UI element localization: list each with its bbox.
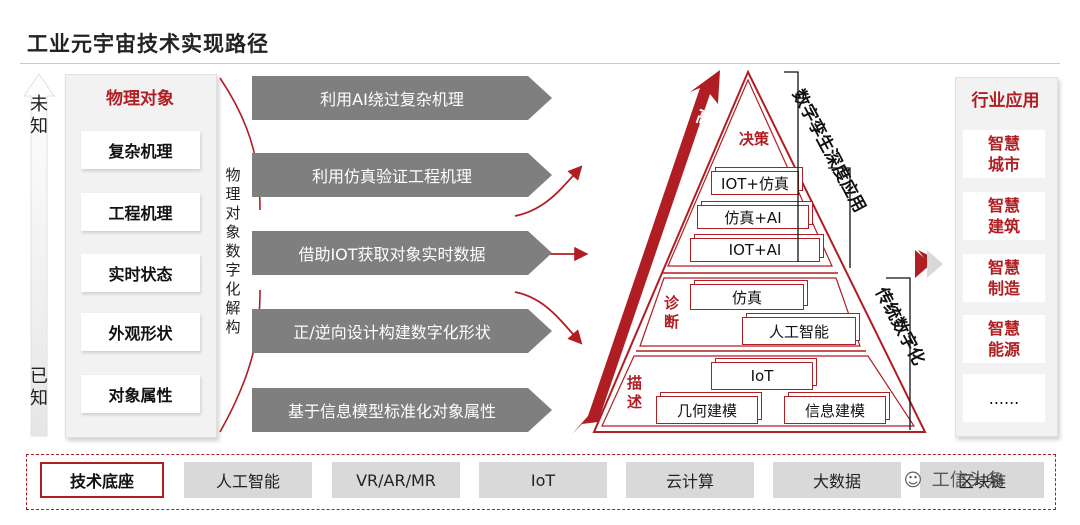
tech-base-item: 人工智能 [184, 462, 312, 498]
physical-objects-title: 物理对象 [106, 89, 174, 109]
industry-item: 智慧制造 [963, 254, 1045, 302]
cube-box: 仿真 [690, 284, 804, 310]
tier-middle-label: 诊断 [664, 294, 680, 331]
cube-box: 人工智能 [742, 317, 856, 345]
tech-base-frame [26, 454, 1056, 510]
method-arrow: 利用AI绕过复杂机理 [252, 76, 552, 120]
axis-top-label: 未知 [30, 94, 48, 137]
object-item: 外观形状 [81, 313, 200, 351]
wechat-icon: ☺ [903, 470, 923, 491]
axis-arrow-icon [23, 73, 55, 437]
industry-title: 行业应用 [971, 91, 1040, 111]
tech-base-label: 技术底座 [40, 462, 164, 498]
method-arrow: 借助IOT获取对象实时数据 [252, 231, 552, 275]
page-title: 工业元宇宙技术实现路径 [27, 32, 269, 56]
chevron-right-icon [915, 250, 943, 278]
object-item: 对象属性 [81, 375, 200, 413]
mapping-arrow-icon [572, 70, 720, 434]
watermark-text: 工信头条 [931, 470, 1004, 491]
tech-base-item: 云计算 [626, 462, 754, 498]
knowledge-axis: 未知 已知 [22, 72, 56, 438]
method-arrow: 正/逆向设计构建数字化形状 [252, 309, 552, 353]
watermark-logo: ☺ 工信头条 [900, 466, 1004, 492]
tier-top-label: 决策 [739, 130, 770, 148]
object-item: 工程机理 [81, 193, 200, 231]
cube-box: 几何建模 [656, 396, 758, 424]
cube-box: 仿真+AI [697, 205, 809, 229]
tech-base-item: VR/AR/MR [332, 462, 460, 498]
cube-box: 信息建模 [784, 396, 886, 424]
axis-bottom-label: 已知 [30, 366, 48, 409]
industry-item: 智慧建筑 [963, 192, 1045, 240]
tech-base-item: 大数据 [773, 462, 901, 498]
tech-base-item: 区块链 [920, 462, 1044, 498]
method-arrow: 利用仿真验证工程机理 [252, 153, 552, 197]
industry-item-more: ...... [963, 374, 1045, 422]
object-item: 复杂机理 [81, 131, 200, 169]
method-arrow: 基于信息模型标准化对象属性 [252, 388, 552, 432]
cube-box: IOT+仿真 [711, 171, 799, 195]
tech-base-item: IoT [479, 462, 607, 498]
deconstruction-label: 物理对象数字化解构 [225, 166, 241, 336]
object-item: 实时状态 [81, 254, 200, 292]
industry-item: 智慧城市 [963, 130, 1045, 178]
cube-box: IoT [711, 362, 813, 390]
industry-item: 智慧能源 [963, 315, 1045, 363]
title-divider [20, 63, 1060, 64]
tier-bottom-label: 描述 [627, 374, 643, 411]
